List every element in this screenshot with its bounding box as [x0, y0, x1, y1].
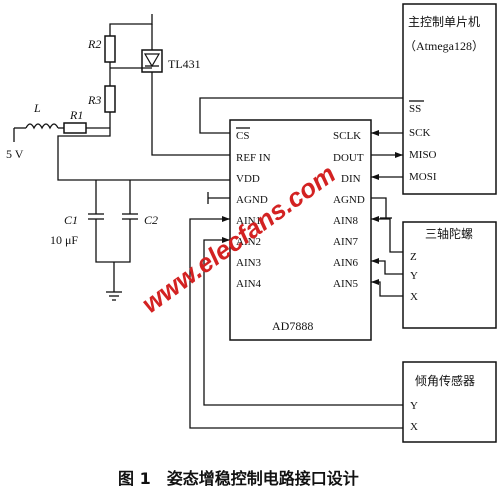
r1-label: R1 — [69, 108, 83, 122]
pin-cs: CS — [236, 130, 249, 142]
mcu-pin-miso: MISO — [409, 149, 437, 161]
arrow-ain1 — [222, 216, 230, 222]
arrow-ain6 — [371, 258, 379, 264]
chip-name: AD7888 — [272, 319, 313, 333]
pin-vdd: VDD — [236, 173, 260, 185]
arrow-miso — [395, 152, 403, 158]
incl-pin-y: Y — [410, 400, 418, 412]
pin-ain6: AIN6 — [333, 257, 359, 269]
gyro-box — [402, 221, 497, 329]
inductor-symbol — [25, 123, 59, 130]
pin-din: DIN — [341, 173, 361, 185]
pin-sclk: SCLK — [333, 130, 361, 142]
wire-vdd — [57, 128, 230, 181]
c1-value: 10 μF — [50, 233, 78, 247]
gyro-pin-z: Z — [410, 251, 417, 263]
tl431-label: TL431 — [168, 57, 201, 71]
r2-resistor — [104, 35, 116, 63]
incl-pin-x: X — [410, 421, 418, 433]
r1-resistor — [63, 122, 87, 134]
pin-dout: DOUT — [333, 152, 364, 164]
mcu-box — [402, 3, 497, 195]
mcu-pin-sck: SCK — [409, 127, 430, 139]
mcu-title: 主控制单片机 — [408, 15, 480, 29]
ad7888-chip — [229, 119, 372, 341]
tl431-body — [141, 49, 163, 73]
r3-label: R3 — [87, 93, 101, 107]
arrow-ain8 — [371, 216, 379, 222]
wire-ain1-incl-x — [189, 218, 403, 429]
wire-ain6-y — [371, 260, 403, 275]
c2-label: C2 — [144, 213, 158, 227]
arrow-ain5 — [371, 279, 379, 285]
mcu-pin-ss: SS — [409, 103, 421, 115]
supply-label: 5 V — [6, 147, 24, 161]
pin-ain2: AIN2 — [236, 236, 261, 248]
arrow-sclk — [371, 130, 379, 136]
pin-ain5: AIN5 — [333, 278, 359, 290]
mcu-subtitle: （Atmega128） — [404, 39, 484, 53]
gyro-title: 三轴陀螺 — [425, 226, 473, 241]
pin-ref-in: REF IN — [236, 152, 271, 164]
pin-agnd-left: AGND — [236, 194, 268, 206]
wire-cap-return — [95, 219, 131, 263]
wire-ain2-incl-y — [203, 239, 403, 406]
arrow-ain2 — [222, 237, 230, 243]
gyro-pin-x: X — [410, 291, 418, 303]
wire-r2-top — [109, 14, 153, 36]
wire-agnd-right — [371, 197, 387, 218]
arrow-din — [371, 174, 379, 180]
gyro-pin-y: Y — [410, 270, 418, 282]
tl431-diode — [143, 53, 161, 68]
pin-ain1: AIN1 — [236, 215, 261, 227]
c1-label: C1 — [64, 213, 78, 227]
pin-ain3: AIN3 — [236, 257, 262, 269]
incl-box — [402, 361, 497, 443]
incl-title: 倾角传感器 — [415, 373, 475, 388]
wire-ain8-z — [371, 218, 403, 253]
pin-ain4: AIN4 — [236, 278, 262, 290]
pin-ain7: AIN7 — [333, 236, 359, 248]
wire-ain5-x — [371, 281, 403, 297]
mcu-pin-mosi: MOSI — [409, 171, 437, 183]
r3-resistor — [104, 85, 116, 113]
inductor-label: L — [33, 101, 41, 115]
figure-caption: 图 1 姿态增稳控制电路接口设计 — [118, 469, 359, 488]
wire-cs-ss — [199, 97, 403, 134]
pin-agnd-right: AGND — [333, 194, 365, 206]
wire-refin — [151, 72, 230, 156]
pin-ain8: AIN8 — [333, 215, 359, 227]
r2-label: R2 — [87, 37, 101, 51]
